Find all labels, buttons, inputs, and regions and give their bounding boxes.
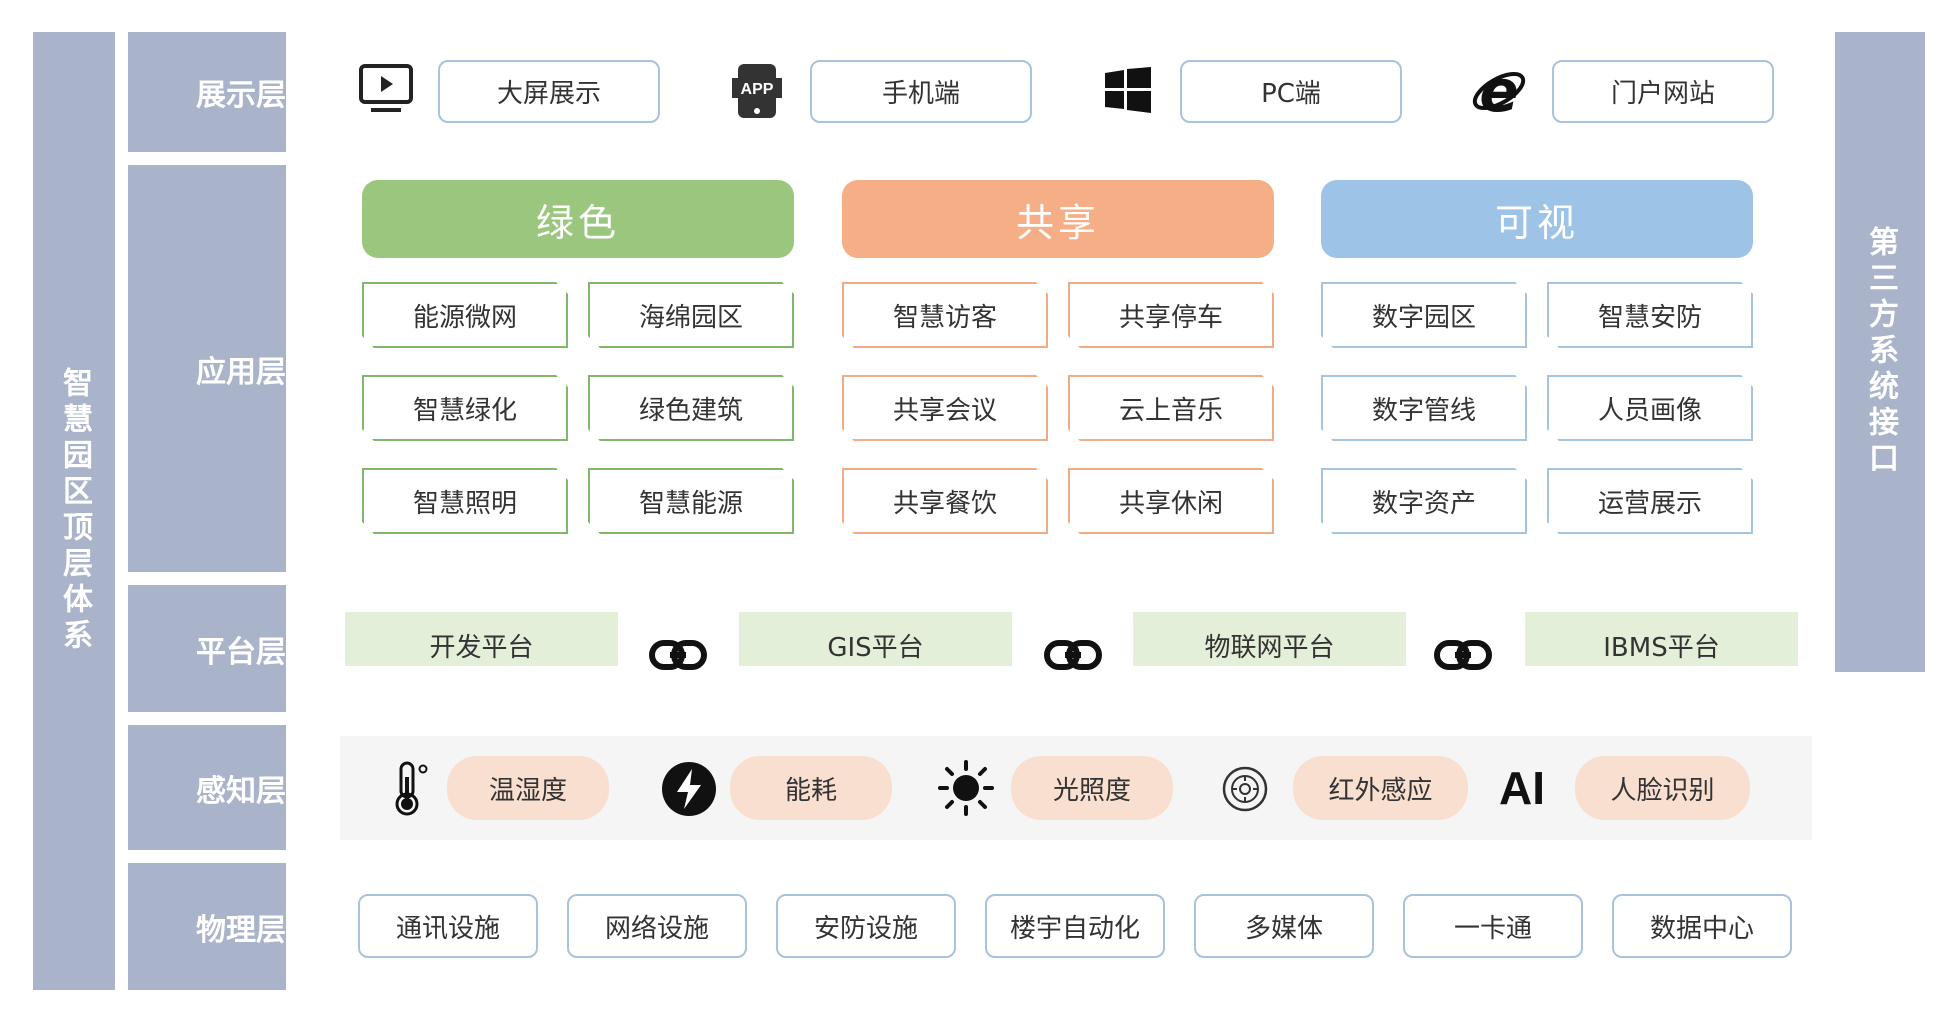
app-item-sponge-park: 海绵园区 (588, 282, 794, 348)
link-icon (648, 638, 708, 672)
infrared-sensor-icon (1220, 764, 1270, 814)
app-item-smart-energy: 智慧能源 (588, 468, 794, 534)
ai-icon: AI (1499, 762, 1545, 814)
layer-perception-label: 感知层 (128, 725, 286, 850)
display-pc: PC端 (1180, 60, 1402, 123)
app-item-digital-pipeline: 数字管线 (1321, 375, 1527, 441)
sense-temp-humidity: 温湿度 (447, 756, 609, 820)
phys-data-center: 数据中心 (1612, 894, 1792, 958)
left-system-title: 智慧园区顶层体系 (33, 32, 115, 990)
app-item-digital-assets: 数字资产 (1321, 468, 1527, 534)
svg-text:e: e (1479, 61, 1518, 119)
app-item-smart-lighting: 智慧照明 (362, 468, 568, 534)
app-item-shared-parking: 共享停车 (1068, 282, 1274, 348)
link-icon (1043, 638, 1103, 672)
thermometer-icon (390, 758, 432, 818)
display-big-screen: 大屏展示 (438, 60, 660, 123)
link-icon (1433, 638, 1493, 672)
category-share-header: 共享 (842, 180, 1274, 258)
app-item-shared-leisure: 共享休闲 (1068, 468, 1274, 534)
phys-multimedia: 多媒体 (1194, 894, 1374, 958)
display-mobile: 手机端 (810, 60, 1032, 123)
app-item-cloud-music: 云上音乐 (1068, 375, 1274, 441)
platform-gis: GIS平台 (739, 612, 1012, 666)
app-item-person-profile: 人员画像 (1547, 375, 1753, 441)
layer-physical-label: 物理层 (128, 863, 286, 990)
internet-explorer-icon: e (1470, 60, 1528, 120)
windows-icon (1104, 66, 1152, 114)
app-item-green-building: 绿色建筑 (588, 375, 794, 441)
sense-illuminance: 光照度 (1011, 756, 1173, 820)
app-phone-icon: APP (730, 62, 784, 120)
app-item-shared-meeting: 共享会议 (842, 375, 1048, 441)
lightning-icon (660, 760, 718, 818)
layer-display-label: 展示层 (128, 32, 286, 152)
sun-icon (936, 758, 996, 818)
phys-communication: 通讯设施 (358, 894, 538, 958)
phys-card: 一卡通 (1403, 894, 1583, 958)
app-item-operation-display: 运营展示 (1547, 468, 1753, 534)
category-visual-header: 可视 (1321, 180, 1753, 258)
app-item-smart-security: 智慧安防 (1547, 282, 1753, 348)
category-green-header: 绿色 (362, 180, 794, 258)
platform-iot: 物联网平台 (1133, 612, 1406, 666)
platform-dev: 开发平台 (345, 612, 618, 666)
right-interface-title: 第三方系统接口 (1835, 32, 1925, 672)
phys-building-automation: 楼宇自动化 (985, 894, 1165, 958)
layer-application-label: 应用层 (128, 165, 286, 572)
layer-platform-label: 平台层 (128, 585, 286, 712)
phys-security: 安防设施 (776, 894, 956, 958)
svg-text:APP: APP (741, 81, 774, 98)
sense-infrared: 红外感应 (1293, 756, 1468, 820)
display-portal: 门户网站 (1552, 60, 1774, 123)
phys-network: 网络设施 (567, 894, 747, 958)
app-item-energy-microgrid: 能源微网 (362, 282, 568, 348)
app-item-smart-visitor: 智慧访客 (842, 282, 1048, 348)
platform-ibms: IBMS平台 (1525, 612, 1798, 666)
sense-face-recognition: 人脸识别 (1575, 756, 1750, 820)
app-item-digital-park: 数字园区 (1321, 282, 1527, 348)
monitor-play-icon (356, 62, 416, 118)
sense-energy: 能耗 (730, 756, 892, 820)
app-item-smart-greening: 智慧绿化 (362, 375, 568, 441)
app-item-shared-dining: 共享餐饮 (842, 468, 1048, 534)
